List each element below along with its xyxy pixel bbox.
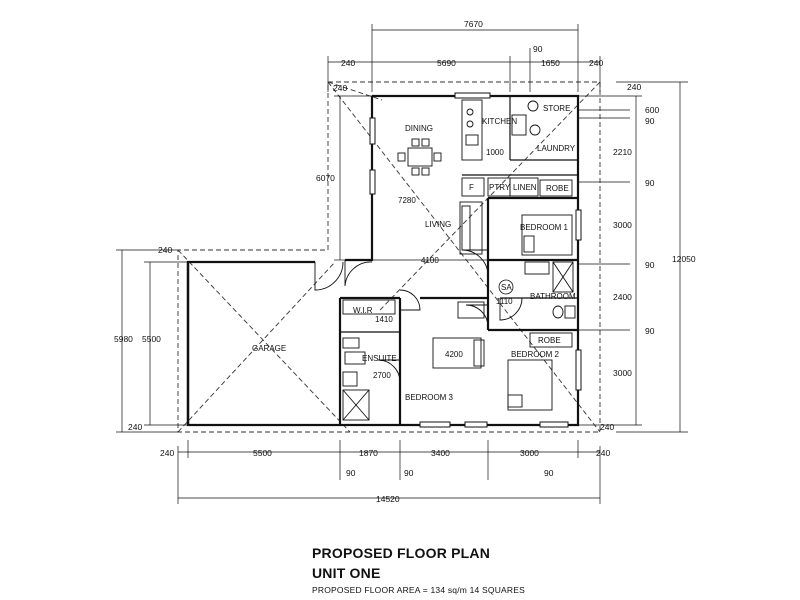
robe-label-top: ROBE	[546, 184, 569, 193]
living-width-dimension: 4100	[421, 256, 439, 265]
sofa-icon	[459, 201, 483, 255]
windows	[369, 92, 582, 428]
dim-top-b: 1650	[541, 58, 560, 68]
dim-left-upper: 6070	[316, 173, 335, 183]
dim-top-wall-right: 240	[589, 58, 603, 68]
dim-bottom-240-left: 240	[160, 448, 174, 458]
dim-garage-240-bottom: 240	[128, 422, 142, 432]
dimension-lines	[116, 24, 688, 504]
bed-icon	[507, 359, 553, 411]
room-label-laundry: LAUNDRY	[537, 144, 576, 153]
doors	[314, 249, 523, 383]
dim-right-90-d: 90	[645, 326, 655, 336]
room-label-bathroom: BATHROOM	[530, 292, 576, 301]
fridge-label: F	[469, 183, 474, 192]
dim-garage-outer: 5980	[114, 334, 133, 344]
room-label-bedroom-2: BEDROOM 2	[511, 350, 560, 359]
room-label-wir: W.I.R	[353, 306, 373, 315]
dim-bottom-90-a: 90	[346, 468, 356, 478]
dim-top-90: 90	[533, 44, 543, 54]
dim-bottom-3000: 3000	[520, 448, 539, 458]
living-length-dimension: 7280	[398, 196, 416, 205]
smoke-alarm-icon	[498, 279, 514, 295]
dim-top-total: 7670	[464, 19, 483, 29]
room-label-bedroom-3: BEDROOM 3	[405, 393, 454, 402]
room-label-kitchen: KITCHEN	[482, 117, 517, 126]
dim-right-90-c: 90	[645, 260, 655, 270]
dim-bottom-90-b: 90	[404, 468, 414, 478]
room-label-garage: GARAGE	[252, 344, 286, 353]
bedroom-3-dimension: 4200	[445, 350, 463, 359]
linen-label: LINEN	[513, 183, 537, 192]
dim-top-a: 5690	[437, 58, 456, 68]
dim-right-240-bottom: 240	[600, 422, 614, 432]
dimension-labels: 7670 240 5690 1650 240 90 6070 240 240 5…	[114, 19, 696, 504]
ensuite-dimension: 2700	[373, 371, 391, 380]
dim-left-240-top: 240	[333, 83, 347, 93]
dim-right-240-top: 240	[627, 82, 641, 92]
dim-bottom-240-right: 240	[596, 448, 610, 458]
dim-bottom-90-c: 90	[544, 468, 554, 478]
room-label-store: STORE	[543, 104, 570, 113]
hall-dimension: 1110	[496, 297, 513, 306]
plan-subtitle: UNIT ONE	[312, 565, 381, 581]
dim-right-3000-b: 3000	[613, 368, 632, 378]
walls	[186, 94, 580, 427]
dim-right-90-a: 90	[645, 116, 655, 126]
smoke-alarm-label: SA	[501, 283, 512, 292]
room-labels: DINING KITCHEN STORE LAUNDRY 1000 F PTRY…	[252, 104, 576, 402]
dining-table-icon	[407, 147, 433, 167]
dim-bottom-3400: 3400	[431, 448, 450, 458]
dim-bottom-5500: 5500	[253, 448, 272, 458]
room-label-dining: DINING	[405, 124, 433, 133]
dim-right-total: 12050	[672, 254, 696, 264]
room-label-bedroom-1: BEDROOM 1	[520, 223, 569, 232]
fixtures	[342, 99, 576, 421]
bed-icon	[521, 214, 573, 256]
bed-icon	[432, 337, 482, 369]
dim-bottom-1870: 1870	[359, 448, 378, 458]
robe-label-bottom: ROBE	[538, 336, 561, 345]
dim-garage-inner: 5500	[142, 334, 161, 344]
floor-area-note: PROPOSED FLOOR AREA = 134 sq/m 14 SQUARE…	[312, 585, 525, 595]
dim-right-600: 600	[645, 105, 659, 115]
pantry-label: PTRY	[489, 183, 511, 192]
dim-bottom-total: 14520	[376, 494, 400, 504]
dim-right-2210: 2210	[613, 147, 632, 157]
dim-right-2400: 2400	[613, 292, 632, 302]
dim-top-wall-left: 240	[341, 58, 355, 68]
dim-right-3000-a: 3000	[613, 220, 632, 230]
room-label-living: LIVING	[425, 220, 451, 229]
room-label-ensuite: ENSUITE	[362, 354, 397, 363]
dim-garage-240-top: 240	[158, 245, 172, 255]
kitchen-dimension: 1000	[486, 148, 504, 157]
dim-right-90-b: 90	[645, 178, 655, 188]
wir-dimension: 1410	[375, 315, 393, 324]
plan-title: PROPOSED FLOOR PLAN	[312, 545, 491, 561]
kitchen-bench-icon	[461, 99, 483, 161]
